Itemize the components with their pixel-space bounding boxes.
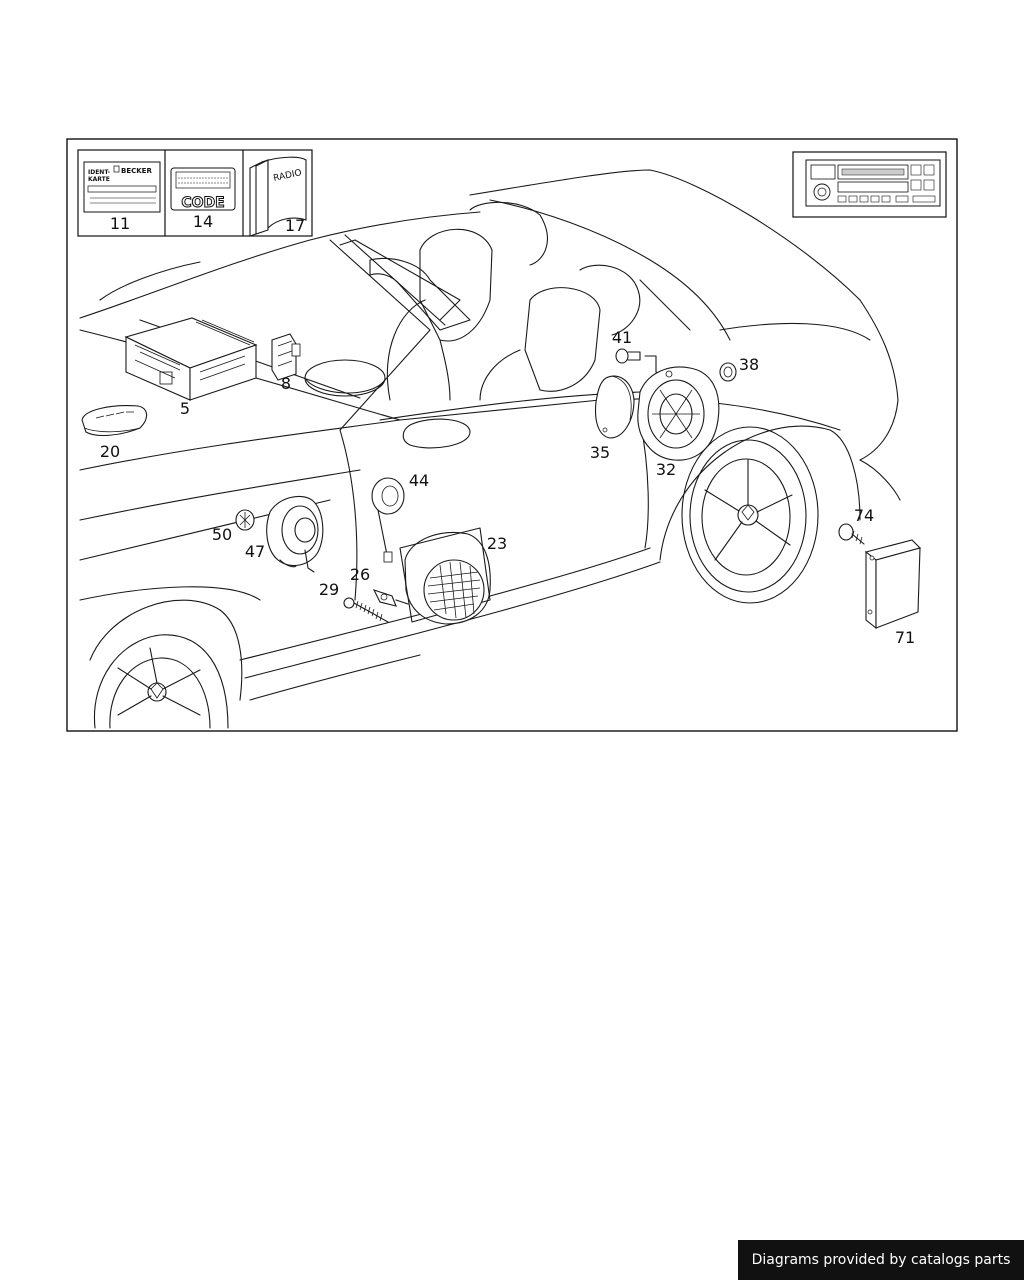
svg-text:IDENT-: IDENT- <box>88 169 111 176</box>
radio-unit-part-5 <box>124 317 258 401</box>
callout-17: 17 <box>285 216 305 235</box>
svg-text:CODE: CODE <box>181 195 224 211</box>
callout-5: 5 <box>180 399 190 418</box>
callout-14: 14 <box>193 212 213 231</box>
radio-faceplate-inset <box>792 151 947 218</box>
footer-text: Diagrams provided by catalogs parts <box>751 1252 1011 1268</box>
cover-part-35 <box>594 375 635 439</box>
callout-11: 11 <box>110 214 130 233</box>
callout-41: 41 <box>612 328 632 347</box>
nut-part-38 <box>719 362 737 382</box>
callout-8: 8 <box>281 374 291 393</box>
svg-text:KARTE: KARTE <box>88 176 110 183</box>
callout-32: 32 <box>656 460 676 479</box>
callout-20: 20 <box>100 442 120 461</box>
tweeter-part-44 <box>371 477 405 563</box>
grommet-part-50 <box>235 509 255 531</box>
module-part-8 <box>271 333 301 381</box>
inset-box-group: IDENT- KARTE BECKER 11 CODE 14 RADIO 17 <box>77 149 313 237</box>
callout-44: 44 <box>409 471 429 490</box>
screw-part-74 <box>838 523 865 545</box>
callout-26: 26 <box>350 565 370 584</box>
code-card-illustration: CODE <box>170 167 236 212</box>
amplifier-part-71 <box>864 539 922 630</box>
speaker-part-32 <box>637 366 720 461</box>
remote-part-20 <box>81 405 148 437</box>
ident-card-illustration: IDENT- KARTE BECKER <box>83 161 161 213</box>
callout-50: 50 <box>212 525 232 544</box>
callout-71: 71 <box>895 628 915 647</box>
callout-74: 74 <box>854 506 874 525</box>
svg-text:BECKER: BECKER <box>121 167 152 175</box>
rear-wheel <box>681 426 819 604</box>
diagram-frame <box>66 138 958 732</box>
speaker-part-23 <box>399 527 491 625</box>
screw-part-29 <box>343 597 389 623</box>
callout-38: 38 <box>739 355 759 374</box>
radio-manual-illustration: RADIO <box>249 156 307 237</box>
seats <box>304 201 691 401</box>
footer-banner: Diagrams provided by catalogs parts <box>738 1240 1024 1280</box>
speaker-part-47 <box>266 495 324 573</box>
callout-29: 29 <box>319 580 339 599</box>
callout-35: 35 <box>590 443 610 462</box>
connector-part-26 <box>372 589 409 607</box>
callout-23: 23 <box>487 534 507 553</box>
callout-47: 47 <box>245 542 265 561</box>
front-wheel <box>93 634 229 729</box>
